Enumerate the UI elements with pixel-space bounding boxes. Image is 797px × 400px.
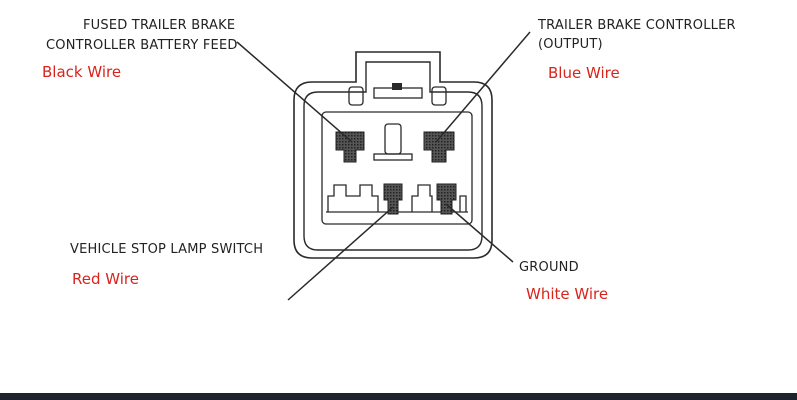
bottom-border-bar (0, 393, 797, 400)
label-battery-feed-line1: FUSED TRAILER BRAKE (83, 18, 236, 33)
latch-post-right (431, 86, 447, 106)
label-controller-output-line1: TRAILER BRAKE CONTROLLER (538, 18, 736, 33)
leader-line-stop-lamp (287, 206, 394, 301)
terminal-cavity (321, 111, 473, 225)
wire-label-red: Red Wire (72, 270, 140, 288)
leader-line-controller-output (435, 31, 531, 143)
connector-housing-inner (303, 61, 483, 251)
leader-line-battery-feed (236, 41, 353, 143)
label-ground: GROUND (519, 260, 579, 275)
center-key (384, 123, 402, 155)
leader-line-ground (445, 203, 514, 263)
terminal-ground (436, 183, 457, 215)
label-stop-lamp: VEHICLE STOP LAMP SWITCH (70, 242, 264, 257)
wire-label-white: White Wire (526, 285, 609, 303)
terminal-battery-feed (335, 131, 365, 163)
label-battery-feed: FUSED TRAILER BRAKE (83, 16, 235, 35)
wire-label-blue: Blue Wire (548, 64, 620, 82)
bottom-slot-row (327, 184, 379, 212)
label-controller-output-line2: (OUTPUT) (538, 37, 603, 52)
latch-nub (392, 83, 402, 90)
label-controller-output: TRAILER BRAKE CONTROLLER (OUTPUT) (538, 16, 736, 54)
label-battery-feed-line2-wrap: CONTROLLER BATTERY FEED (46, 36, 238, 55)
terminal-stop-lamp (383, 183, 403, 215)
connector-housing-outer (293, 51, 493, 259)
bottom-slot-row-right (411, 184, 467, 212)
wire-label-black: Black Wire (42, 63, 122, 81)
label-battery-feed-line2: CONTROLLER BATTERY FEED (46, 38, 238, 53)
center-key-base (373, 153, 413, 161)
latch-post-left (348, 86, 364, 106)
terminal-controller-output (423, 131, 455, 163)
